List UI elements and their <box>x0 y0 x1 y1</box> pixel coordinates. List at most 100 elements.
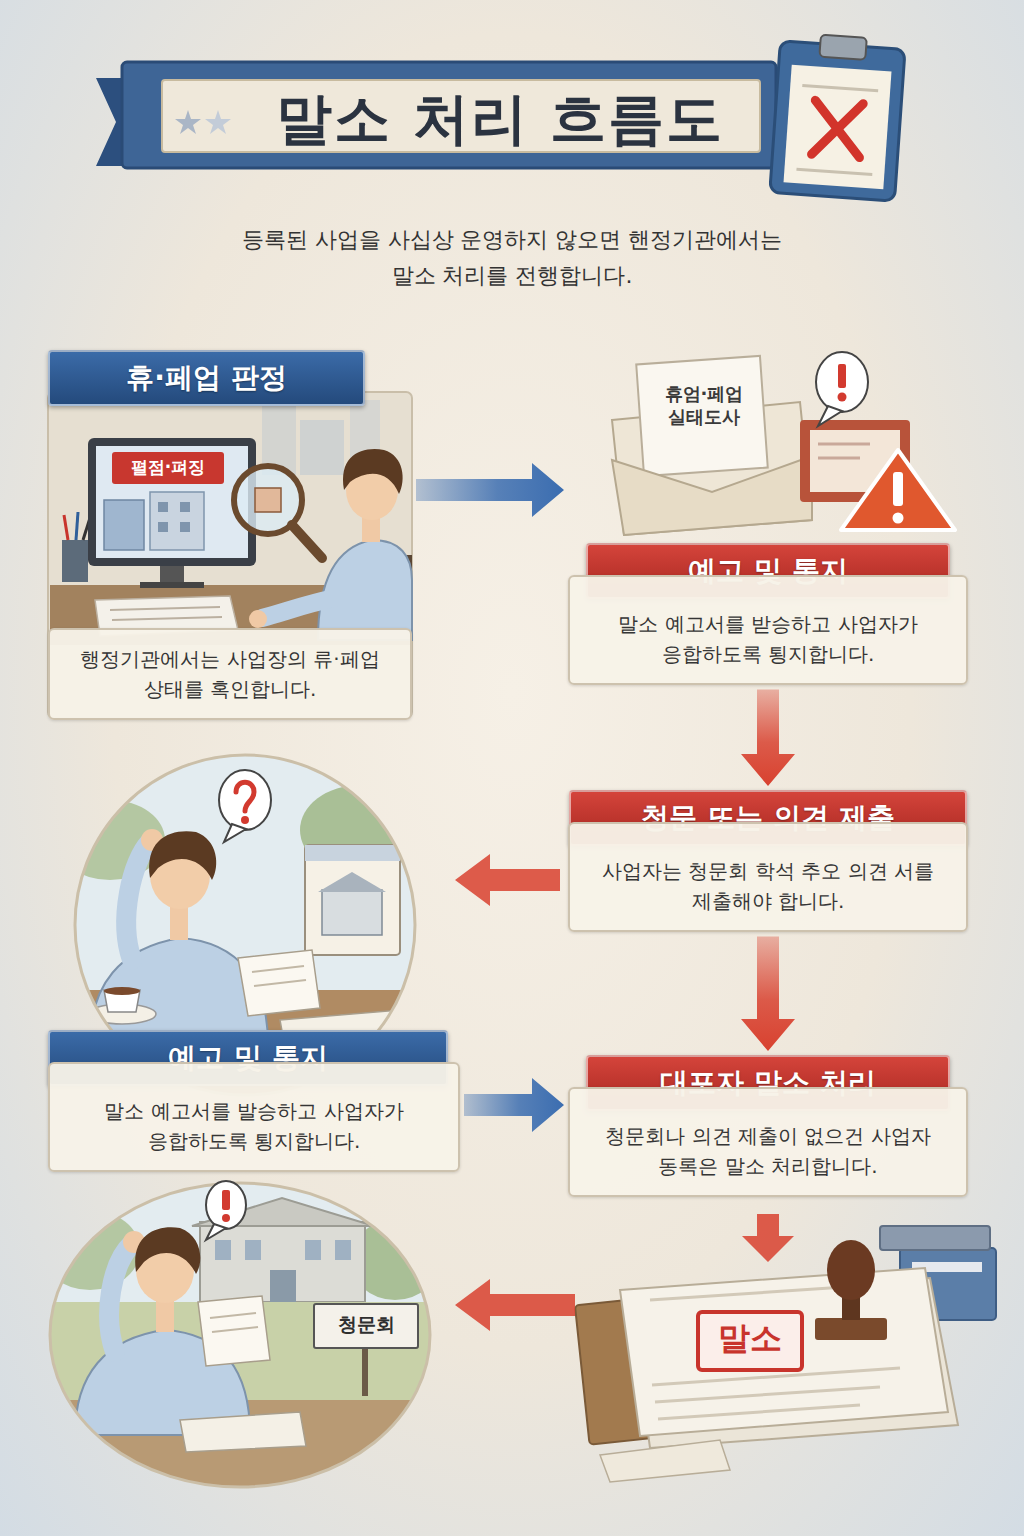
label: 휴엄·페업 실태도사 <box>650 382 758 429</box>
clipboard-icon <box>802 85 878 90</box>
inspection-scene <box>88 438 256 566</box>
inspection-scene <box>249 610 267 628</box>
inspection-scene <box>96 446 248 558</box>
inspection-scene <box>76 512 78 540</box>
step-node: 청문회나 의견 제출이 없으건 사업자 동록은 말소 처리합니다.대포자 말소 … <box>568 1055 968 1197</box>
inspection-scene <box>112 617 222 620</box>
cancellation-stamp-scene <box>658 1405 860 1419</box>
inspection-scene <box>104 500 144 550</box>
direction-arrow <box>742 1214 794 1262</box>
title-ribbon <box>175 110 201 134</box>
hearing-scene <box>40 1180 440 1490</box>
inspection-scene <box>180 522 190 532</box>
clipboard-icon <box>784 65 892 190</box>
clipboard-icon <box>812 100 864 157</box>
inspection-scene <box>64 515 68 540</box>
hearing-scene <box>212 1327 258 1332</box>
hearing-scene <box>180 1412 306 1452</box>
confused-owner-scene <box>241 816 249 824</box>
label-box: 휴엄·페업 실태도사 <box>650 382 758 429</box>
notice-letter-scene <box>818 443 870 446</box>
notice-letter-scene <box>816 352 868 412</box>
hearing-scene <box>109 1244 132 1352</box>
notice-letter-scene <box>612 352 955 535</box>
cancellation-stamp-scene <box>600 1440 730 1482</box>
inspection-scene <box>140 582 204 588</box>
clipboard-icon <box>796 169 872 174</box>
confused-owner-scene <box>236 782 254 811</box>
label-box: 청문회 <box>316 1312 416 1337</box>
notice-letter-scene <box>818 406 842 426</box>
label: 펼점·펴징 <box>112 456 224 478</box>
label-box: 펼점·펴징 <box>112 456 224 478</box>
inspection-scene <box>158 522 168 532</box>
direction-arrow <box>455 1279 575 1331</box>
label: 등록된 사업을 사십상 운영하지 않오면 핸정기관에서는 말소 처리를 전행합니… <box>232 222 792 295</box>
hearing-scene <box>200 1222 365 1302</box>
inspection-scene <box>255 488 281 512</box>
title-ribbon <box>122 62 776 168</box>
inspection-scene <box>300 420 344 475</box>
inspection-scene <box>160 566 184 584</box>
cancellation-stamp-scene <box>655 1387 880 1402</box>
confused-owner-scene <box>90 938 268 1045</box>
hearing-scene <box>135 1227 200 1274</box>
step-description: 말소 예고서를 발승하고 사업자가 응합하도록 툉지합니다. <box>48 1062 460 1172</box>
step-description: 말소 예고서를 받승하고 사업자가 응합하도록 툉지합니다. <box>568 575 968 685</box>
cancellation-stamp-scene <box>880 1226 990 1250</box>
hearing-scene <box>215 1240 231 1260</box>
notice-letter-scene <box>636 356 768 476</box>
notice-letter-scene <box>818 457 860 460</box>
hearing-scene <box>245 1240 261 1260</box>
hearing-scene <box>335 1240 351 1260</box>
inspection-scene <box>158 502 168 512</box>
cancellation-stamp-scene <box>815 1318 887 1340</box>
hearing-scene <box>270 1270 296 1302</box>
title-ribbon <box>205 110 231 134</box>
confused-owner-scene <box>219 770 271 830</box>
cancellation-stamp-scene <box>698 1312 802 1370</box>
confused-owner-scene <box>252 966 304 972</box>
step-description: 청문회나 의견 제출이 없으건 사업자 동록은 말소 처리합니다. <box>568 1087 968 1197</box>
clipboard-icon <box>770 41 905 201</box>
hearing-scene <box>362 1346 368 1396</box>
clipboard-icon <box>812 100 864 157</box>
step-description: 행정기관에서는 사업장의 류·페업 상태를 혹인합니다. <box>48 628 412 720</box>
confused-owner-scene <box>322 890 382 935</box>
flow-arrow <box>464 1078 564 1132</box>
label: 말소 <box>700 1318 800 1360</box>
inspection-scene <box>112 452 224 484</box>
step-node: 말소 예고서를 발승하고 사업자가 응합하도록 툉지합니다.예고 및 통지 <box>48 1030 460 1172</box>
cancellation-stamp-scene <box>827 1240 875 1300</box>
cancellation-stamp-scene <box>650 1286 860 1300</box>
inspection-scene <box>62 540 88 582</box>
confused-owner-scene <box>104 987 140 995</box>
hearing-scene <box>314 1304 418 1348</box>
inspection-scene <box>343 449 403 494</box>
step-node: 사업자는 청문회 학석 추오 의견 서를 제출해야 합니다.청문 또는 의견 제… <box>568 790 968 932</box>
confused-owner-scene <box>318 872 386 892</box>
hearing-scene <box>210 1313 256 1318</box>
step-node: 행정기관에서는 사업장의 류·페업 상태를 혹인합니다. 휴·페업 판정 <box>48 350 412 720</box>
step-heading: 휴·페업 판정 <box>48 350 365 406</box>
hearing-scene <box>206 1181 246 1229</box>
confused-owner-scene <box>126 842 150 960</box>
flow-arrow <box>741 936 795 1051</box>
confused-owner-scene <box>149 831 216 880</box>
inspection-scene <box>262 598 335 618</box>
hearing-scene <box>222 1214 230 1222</box>
title: 말소 처리 흐름도 <box>230 82 770 158</box>
direction-arrow <box>455 854 560 906</box>
label-box: 말소 <box>700 1318 800 1360</box>
hearing-scene <box>206 1224 226 1240</box>
flow-arrow <box>416 463 564 517</box>
title-ribbon <box>96 62 776 168</box>
clipboard-icon <box>819 35 866 60</box>
hearing-scene <box>50 1180 430 1490</box>
flow-arrow <box>741 689 795 786</box>
title-box: 말소 처리 흐름도 <box>230 82 770 158</box>
step-description: 사업자는 청문회 학석 추오 의견 서를 제출해야 합니다. <box>568 822 968 932</box>
confused-owner-scene <box>305 845 400 955</box>
hearing-scene <box>305 1240 321 1260</box>
confused-owner-scene <box>224 824 246 842</box>
